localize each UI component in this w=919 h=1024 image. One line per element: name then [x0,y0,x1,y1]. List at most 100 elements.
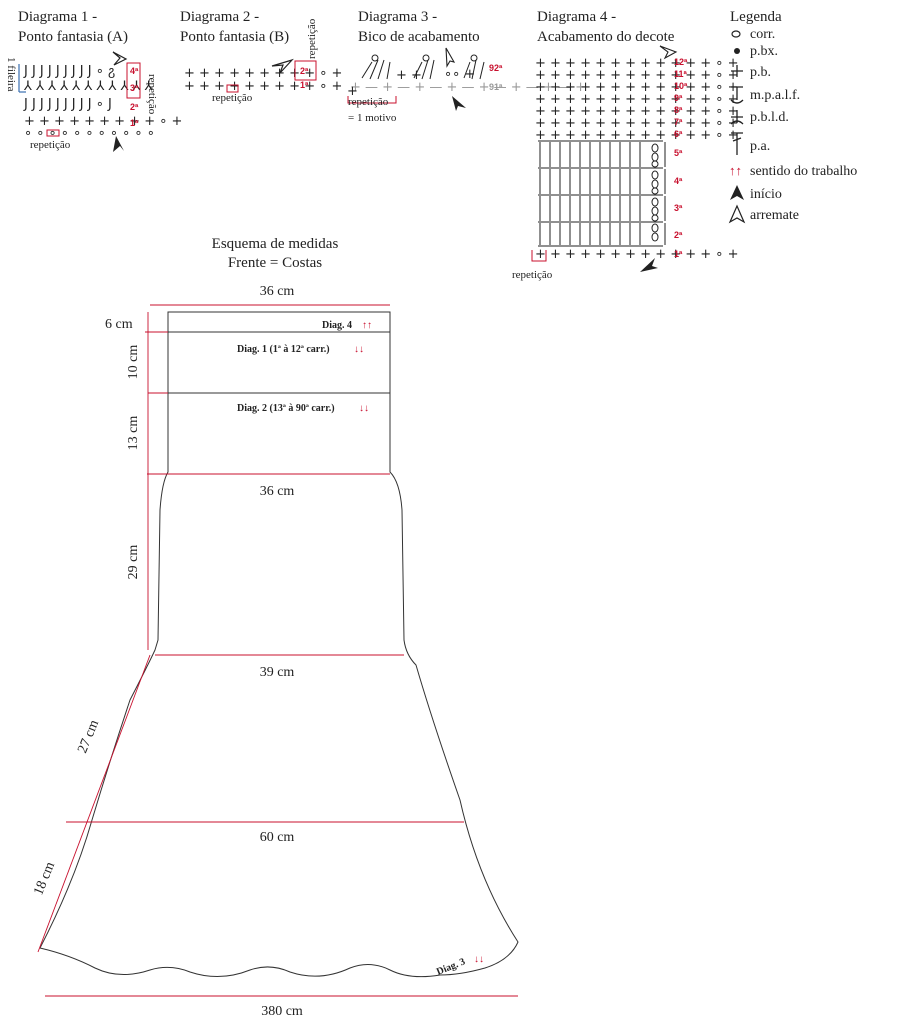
finish-arrow-icon [659,45,678,60]
diagram-1-row-num-1: 1ª [130,118,139,128]
label-height-10: 10 cm [126,345,141,380]
start-arrow-icon [730,185,744,200]
diagram-1-row-num-3: 3ª [130,83,139,93]
legend-label-direction: sentido do trabalho [750,164,857,179]
diagram-1-row-1: + + + + + + + + + ∘ + [24,114,182,129]
diagram-2-title-line2: Ponto fantasia (B) [180,29,289,45]
region-diag-2: Diag. 2 (13ª à 90ª carr.) [237,403,335,414]
label-waist-width: 39 cm [260,665,295,680]
label-height-13: 13 cm [126,416,141,451]
svg-text:+ + + + + + + + + + + + ∘ +: + + + + + + + + + + + + ∘ + [535,116,738,131]
label-bottom-width: 380 cm [261,1004,303,1019]
label-height-6: 6 cm [105,317,133,332]
diagram-2-row-num-2: 2ª [300,66,309,76]
diagram-2-title-line1: Diagrama 2 - [180,9,259,25]
start-arrow-icon [452,96,466,111]
diagram-4-dc-rows [538,140,666,247]
diagram-4-title-line1: Diagrama 4 - [537,9,616,25]
chain-icon [731,30,741,38]
diagram-4-row-num-2: 2ª [674,230,683,240]
start-arrow-icon [640,258,658,272]
diagram-1-side-label: 1 fileira [5,57,17,92]
direction-down-icon: ↓↓ [359,403,369,414]
diagram-4-sc-rows: + + + + + + + + + + + + ∘ + + + + + + + … [535,56,738,143]
diagram-4-row-num-12: 12ª [674,57,688,67]
diagram-3-row-num-91: 91ª [489,82,503,92]
region-diag-1: Diag. 1 (1ª à 12ª carr.) [237,344,330,355]
half-double-front-loop-icon [730,86,744,104]
diagram-2-repeat-vertical: repetição [306,18,318,59]
diagram-2-repeat-horizontal: repetição [212,92,253,104]
diagram-1-title-line1: Diagrama 1 - [18,9,97,25]
svg-text:+ + + + + + + + + + + + ∘ +: + + + + + + + + + + + + ∘ + [535,92,738,107]
diagram-2-row-1: + + + + + + + + + ∘ + [184,79,342,94]
legend-label-start: início [750,187,782,202]
svg-text:+ + + + + + + + + + + + ∘ +: + + + + + + + + + + + + ∘ + [535,128,738,143]
diagram-4-row-num-10: 10ª [674,81,688,91]
legend-title: Legenda [730,9,782,25]
diagram-3-row-92-mid: ∘∘ + [444,67,475,82]
diagram-4-title-line2: Acabamento do decote [537,29,675,45]
diagram-3: Diagrama 3 - Bico de acabamento + + ∘∘ +… [347,9,586,124]
direction-down-icon: ↓↓ [474,954,484,965]
label-height-27: 27 cm [75,718,102,756]
diagram-2: Diagrama 2 - Ponto fantasia (B) + + + + … [180,9,342,104]
svg-text:+ + + + + + + + + + + + ∘ +: + + + + + + + + + + + + ∘ + [535,80,738,95]
svg-text:+ + + + + + + + + + + + ∘ +: + + + + + + + + + + + + ∘ + [535,104,738,119]
schema-subtitle: Frente = Costas [228,255,322,271]
diagram-1: Diagrama 1 - Ponto fantasia (A) 1 fileir… [5,9,182,152]
diagram-4-row-num-5: 5ª [674,148,683,158]
finish-arrow-icon [112,51,128,66]
single-crochet-icon [731,65,743,77]
legend-label-slip: p.bx. [750,44,778,59]
legend-label-finish: arremate [750,208,799,223]
diagram-3-row-91-first: + [347,84,358,99]
legend-label-pbld: p.b.l.d. [750,110,789,125]
legend-label-sc: p.b. [750,65,771,80]
diagram-4-row-num-3: 3ª [674,203,683,213]
label-mid-width: 36 cm [260,484,295,499]
start-arrow-icon [113,136,124,152]
diagram-4-row-num-1: 1ª [674,249,683,259]
diagram-3-shells [361,54,485,80]
diagram-4-row-num-8: 8ª [674,105,683,115]
diagram-3-repeat: repetição [348,96,389,108]
single-crochet-back-loop-icon [730,110,744,125]
diagram-1-row-2: J J J J J J J J J ∘ J [23,97,112,112]
diagram-3-row-92-stitches: + + [396,68,422,83]
diagram-4-row-num-9: 9ª [674,93,683,103]
legend: Legenda corr. p.bx. p.b. m.p.a.l.f. p.b.… [728,9,857,224]
diagram-4-row-num-6: 6ª [674,129,683,139]
region-diag-4: Diag. 4 [322,320,352,331]
diagram-4-row-num-11: 11ª [674,69,688,79]
diagram-3-title-line1: Diagrama 3 - [358,9,437,25]
diagram-1-row-num-2: 2ª [130,102,139,112]
label-top-width: 36 cm [260,284,295,299]
measurement-schema: Esquema de medidas Frente = Costas 36 cm… [31,236,519,1019]
direction-down-icon: ↓↓ [354,344,364,355]
diagram-2-row-2: + + + + + + + + + ∘ + [184,66,342,81]
schema-title: Esquema de medidas [212,236,339,252]
diagram-2-row-num-1: 1ª [300,80,309,90]
legend-label-mpalf: m.p.a.l.f. [750,88,800,103]
diagram-4-row-num-4: 4ª [674,176,683,186]
diagram-1-title-line2: Ponto fantasia (A) [18,29,128,45]
label-height-29: 29 cm [126,545,141,580]
diagram-3-title-line2: Bico de acabamento [358,29,480,45]
finish-arrow-icon [445,47,456,68]
finish-arrow-icon [271,58,294,74]
diagram-4-repeat: repetição [512,269,553,281]
diagram-1-row-num-4: 4ª [130,66,139,76]
double-crochet-icon [731,132,743,155]
svg-text:+ + + + + + + + + + + + ∘ +: + + + + + + + + + + + + ∘ + [535,68,738,83]
legend-label-chain: corr. [750,27,775,42]
dress-outline [39,311,519,978]
diagram-3-row-num-92: 92ª [489,63,503,73]
diagram-3-row-91: + — + — + — + — + — + — + — + [350,80,586,95]
diagram-1-row-4: J J J J J J J J J ∘ ჷ [23,64,115,79]
slip-stitch-icon [734,48,740,54]
diagram-4: Diagrama 4 - Acabamento do decote + + + … [512,9,738,281]
diagram-1-row-3: ⅄ ⅄ ⅄ ⅄ ⅄ ⅄ ⅄ ⅄ ⅄ ⅄ ⅄ [23,79,153,94]
work-direction-icon: ↑↑ [729,163,742,178]
